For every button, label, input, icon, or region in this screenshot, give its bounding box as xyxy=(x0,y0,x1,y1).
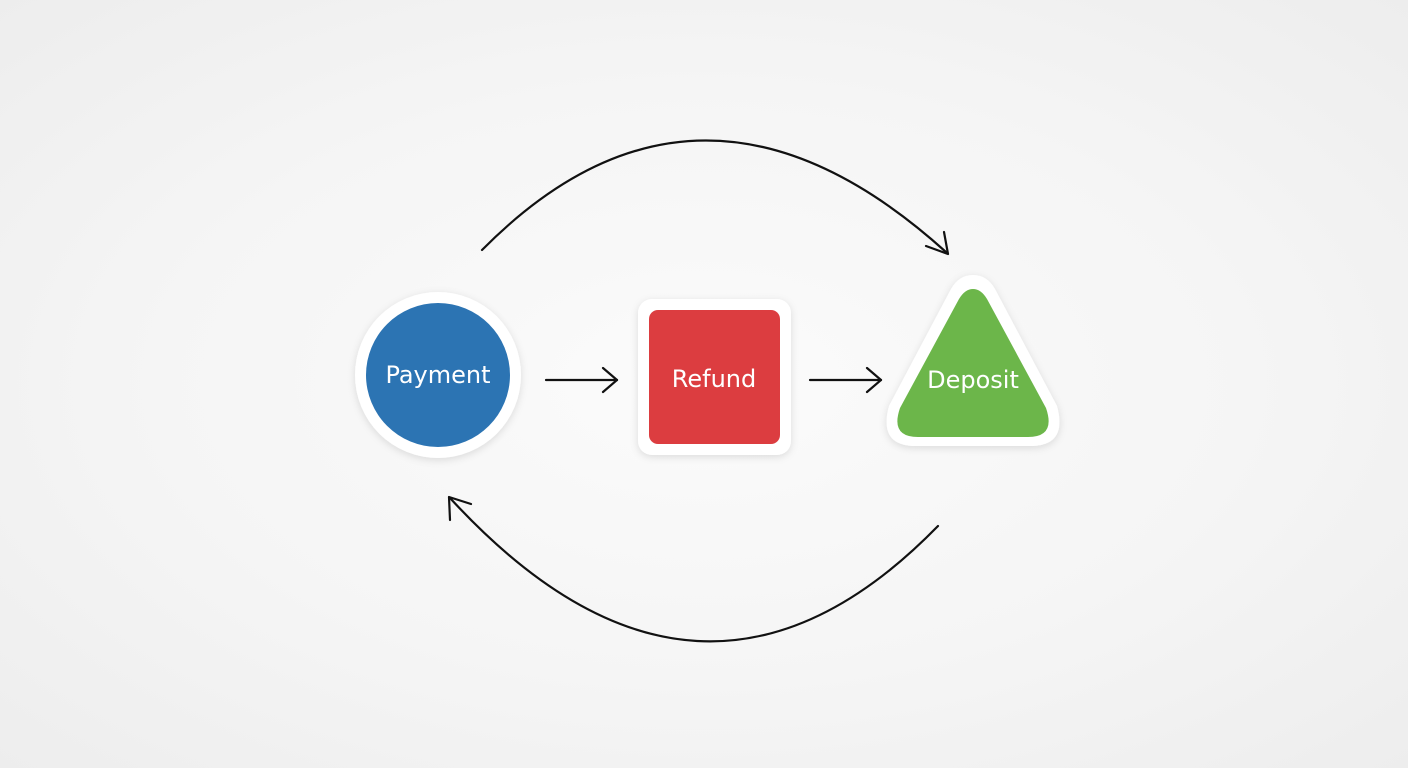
arrow-refund-to-deposit xyxy=(808,366,883,394)
curved-arrow-bottom-head xyxy=(447,495,473,522)
node-deposit-label: Deposit xyxy=(927,366,1019,394)
arrow-refund-to-deposit-head xyxy=(865,366,883,394)
curved-arrow-top-line xyxy=(480,139,948,254)
arrow-payment-to-refund xyxy=(544,366,619,394)
node-deposit: Deposit xyxy=(886,275,1060,446)
node-payment: Payment xyxy=(355,292,521,458)
curved-arrow-top-head xyxy=(924,230,950,256)
arrow-payment-to-refund-head xyxy=(601,366,619,394)
node-refund: Refund xyxy=(638,299,791,455)
node-refund-shape xyxy=(649,310,780,444)
node-deposit-shape xyxy=(897,289,1049,437)
curved-arrow-bottom-line xyxy=(448,496,940,643)
node-payment-shape xyxy=(366,303,510,447)
curved-arrow-top xyxy=(480,139,950,256)
node-refund-label: Refund xyxy=(672,365,756,393)
node-payment-label: Payment xyxy=(385,361,490,389)
curved-arrow-bottom xyxy=(447,495,940,643)
